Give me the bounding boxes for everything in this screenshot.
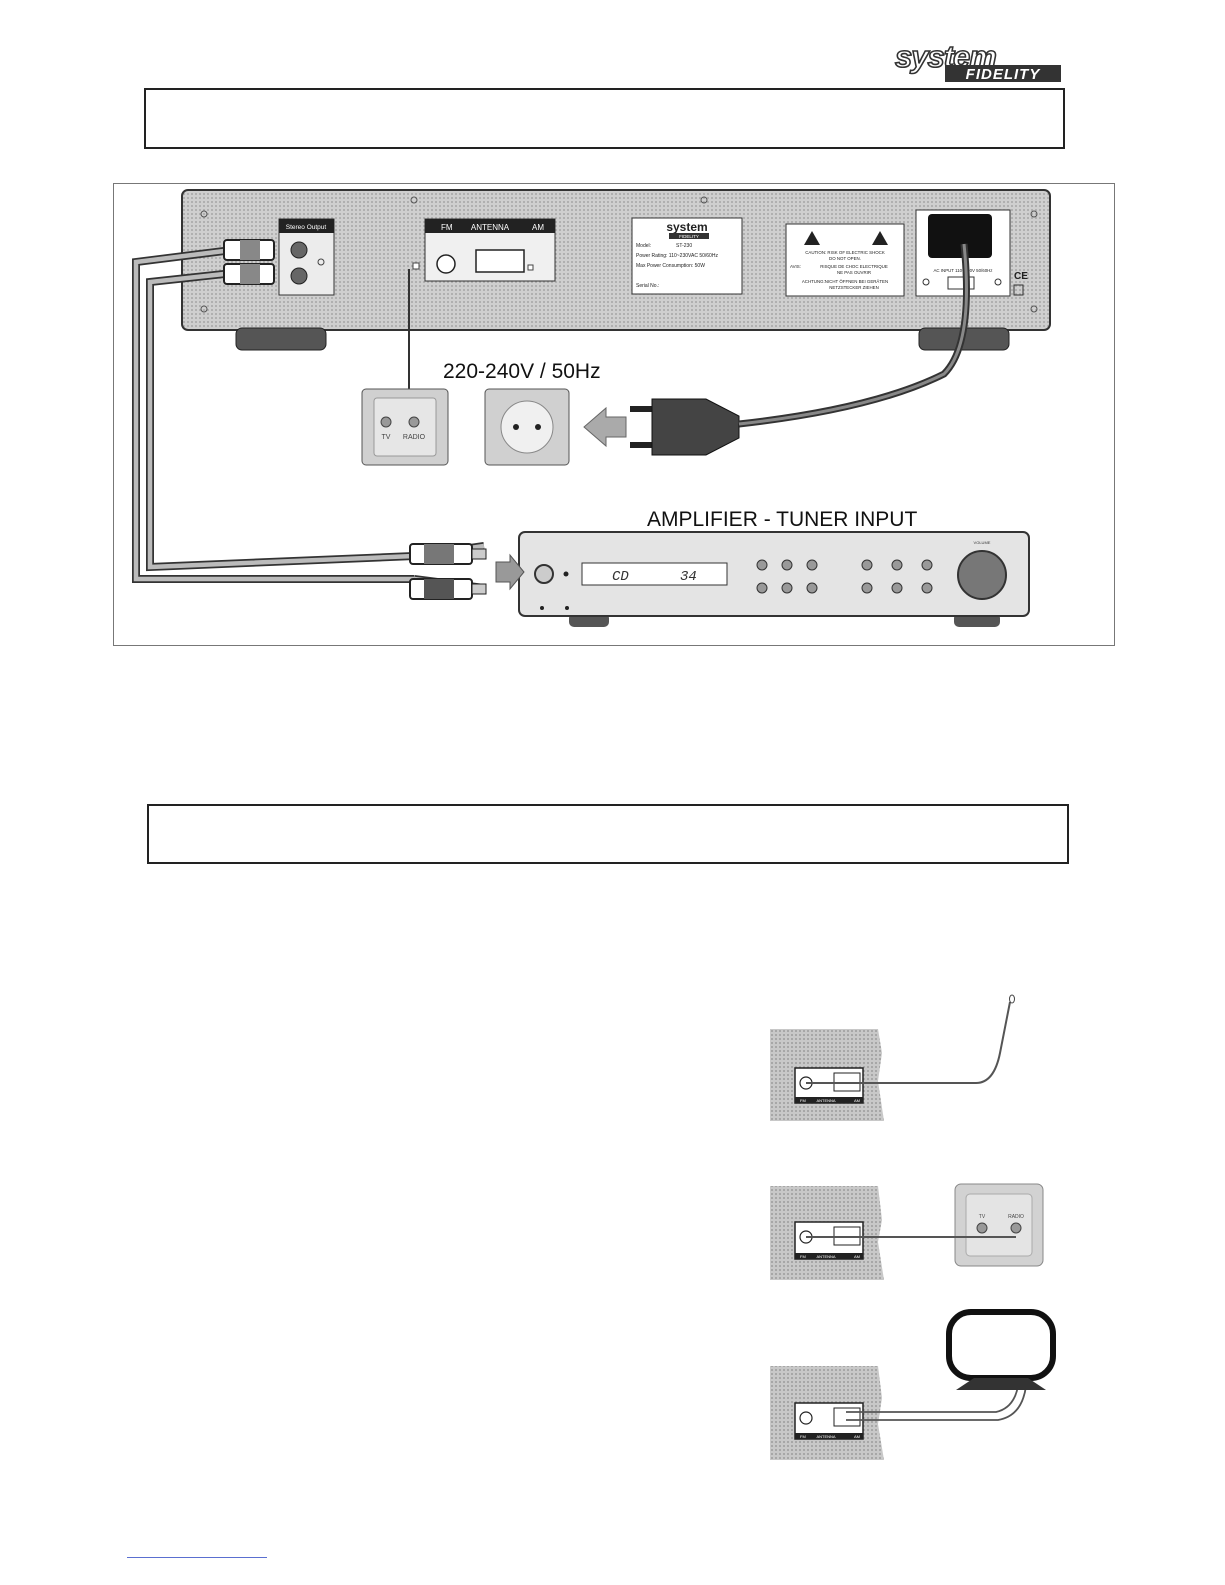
caution-line-1: CAUTION: RISK OF ELECTRIC SHOCK [805,250,885,255]
plate-model-value: ST-230 [676,243,692,249]
caution-line-2: DO NOT OPEN. [829,256,861,261]
wall-socket-radio-label: RADIO [403,434,426,441]
caution-line-3b: RISQUE DE CHOC ELECTRIQUE [820,264,888,269]
antenna-fm-label: FM [441,223,453,232]
thumb1-antenna-label: ANTENNA [816,1098,835,1103]
section-heading-box-1 [144,88,1065,149]
logo-fidelity-text: FIDELITY [966,66,1042,83]
am-loop-antenna-illustration: FM ANTENNA AM [770,1309,1056,1460]
amp-display-left: CD [612,569,629,585]
amp-volume-label: VOLUME [974,540,991,545]
plug-arrow [583,406,627,448]
footer-link-underline [127,1557,267,1558]
fm-wall-socket-illustration: FM ANTENNA AM TV RADIO [770,1183,1044,1280]
antenna-label: ANTENNA [471,223,510,232]
stereo-output-jacks: Stereo Output [278,218,335,296]
wall-socket-tv-label: TV [382,434,391,441]
thumb1-am-label: AM [854,1098,860,1103]
plate-power-rating: Power Rating: 110~230VAC 50/60Hz [636,253,718,259]
antenna-am-label: AM [532,223,544,232]
voltage-label: 220-240V / 50Hz [443,360,601,383]
thumb2-antenna-label: ANTENNA [816,1254,835,1259]
caution-label: CAUTION: RISK OF ELECTRIC SHOCK DO NOT O… [785,223,905,297]
logo-fidelity-bar [945,65,1061,82]
connection-diagram: Stereo Output FM ANTENNA AM system FIDEL… [113,183,1115,646]
thumb3-am-label: AM [854,1434,860,1439]
thumb2-fm-label: FM [800,1254,806,1259]
system-fidelity-logo: system FIDELITY [894,42,1061,83]
plate-brand-sub: FIDELITY [679,234,699,239]
rca-plugs-amp [409,543,487,600]
thumb2-socket-radio: RADIO [1008,1214,1024,1220]
ce-mark: CE [1014,271,1028,282]
thumb2-am-label: AM [854,1254,860,1259]
plate-max-power: Max Power Consumption: 50W [636,263,705,269]
wall-antenna-socket: TV RADIO [361,388,449,466]
logo-system-text: system [895,42,996,74]
thumb1-fm-label: FM [800,1098,806,1103]
plate-brand: system [666,220,707,234]
caution-line-6: NETZSTECKER ZIEHEN [829,285,879,290]
caution-line-5: ACHTUNG:NICHT ÖFFNEN BEI GERÄTEN [802,279,888,284]
amplifier-label: AMPLIFIER - TUNER INPUT [647,508,917,531]
caution-line-3a: AVIS: [790,264,801,269]
stereo-output-label: Stereo Output [286,224,327,231]
plate-serial: Serial No.: [636,283,659,289]
mains-outlet [484,388,570,466]
section-heading-box-2 [147,804,1069,864]
rating-plate: system FIDELITY Model: ST-230 Power Rati… [631,217,743,295]
caution-line-4: NE PAS OUVRIR [837,270,871,275]
amplifier-front-panel: CD 34 VOLUME [518,531,1030,627]
rca-plugs-rear [223,239,275,285]
input-arrow [495,553,525,591]
thumb3-fm-label: FM [800,1434,806,1439]
thumb3-antenna-label: ANTENNA [816,1434,835,1439]
fm-wire-antenna-illustration: FM ANTENNA AM [770,994,1015,1121]
cd-player-rear-panel: Stereo Output FM ANTENNA AM system FIDEL… [181,189,1051,351]
plate-model-label: Model: [636,243,651,249]
amp-display-right: 34 [680,569,697,585]
mains-plug [630,243,970,456]
thumb2-socket-tv: TV [979,1214,986,1220]
antenna-terminals: FM ANTENNA AM [412,218,556,282]
